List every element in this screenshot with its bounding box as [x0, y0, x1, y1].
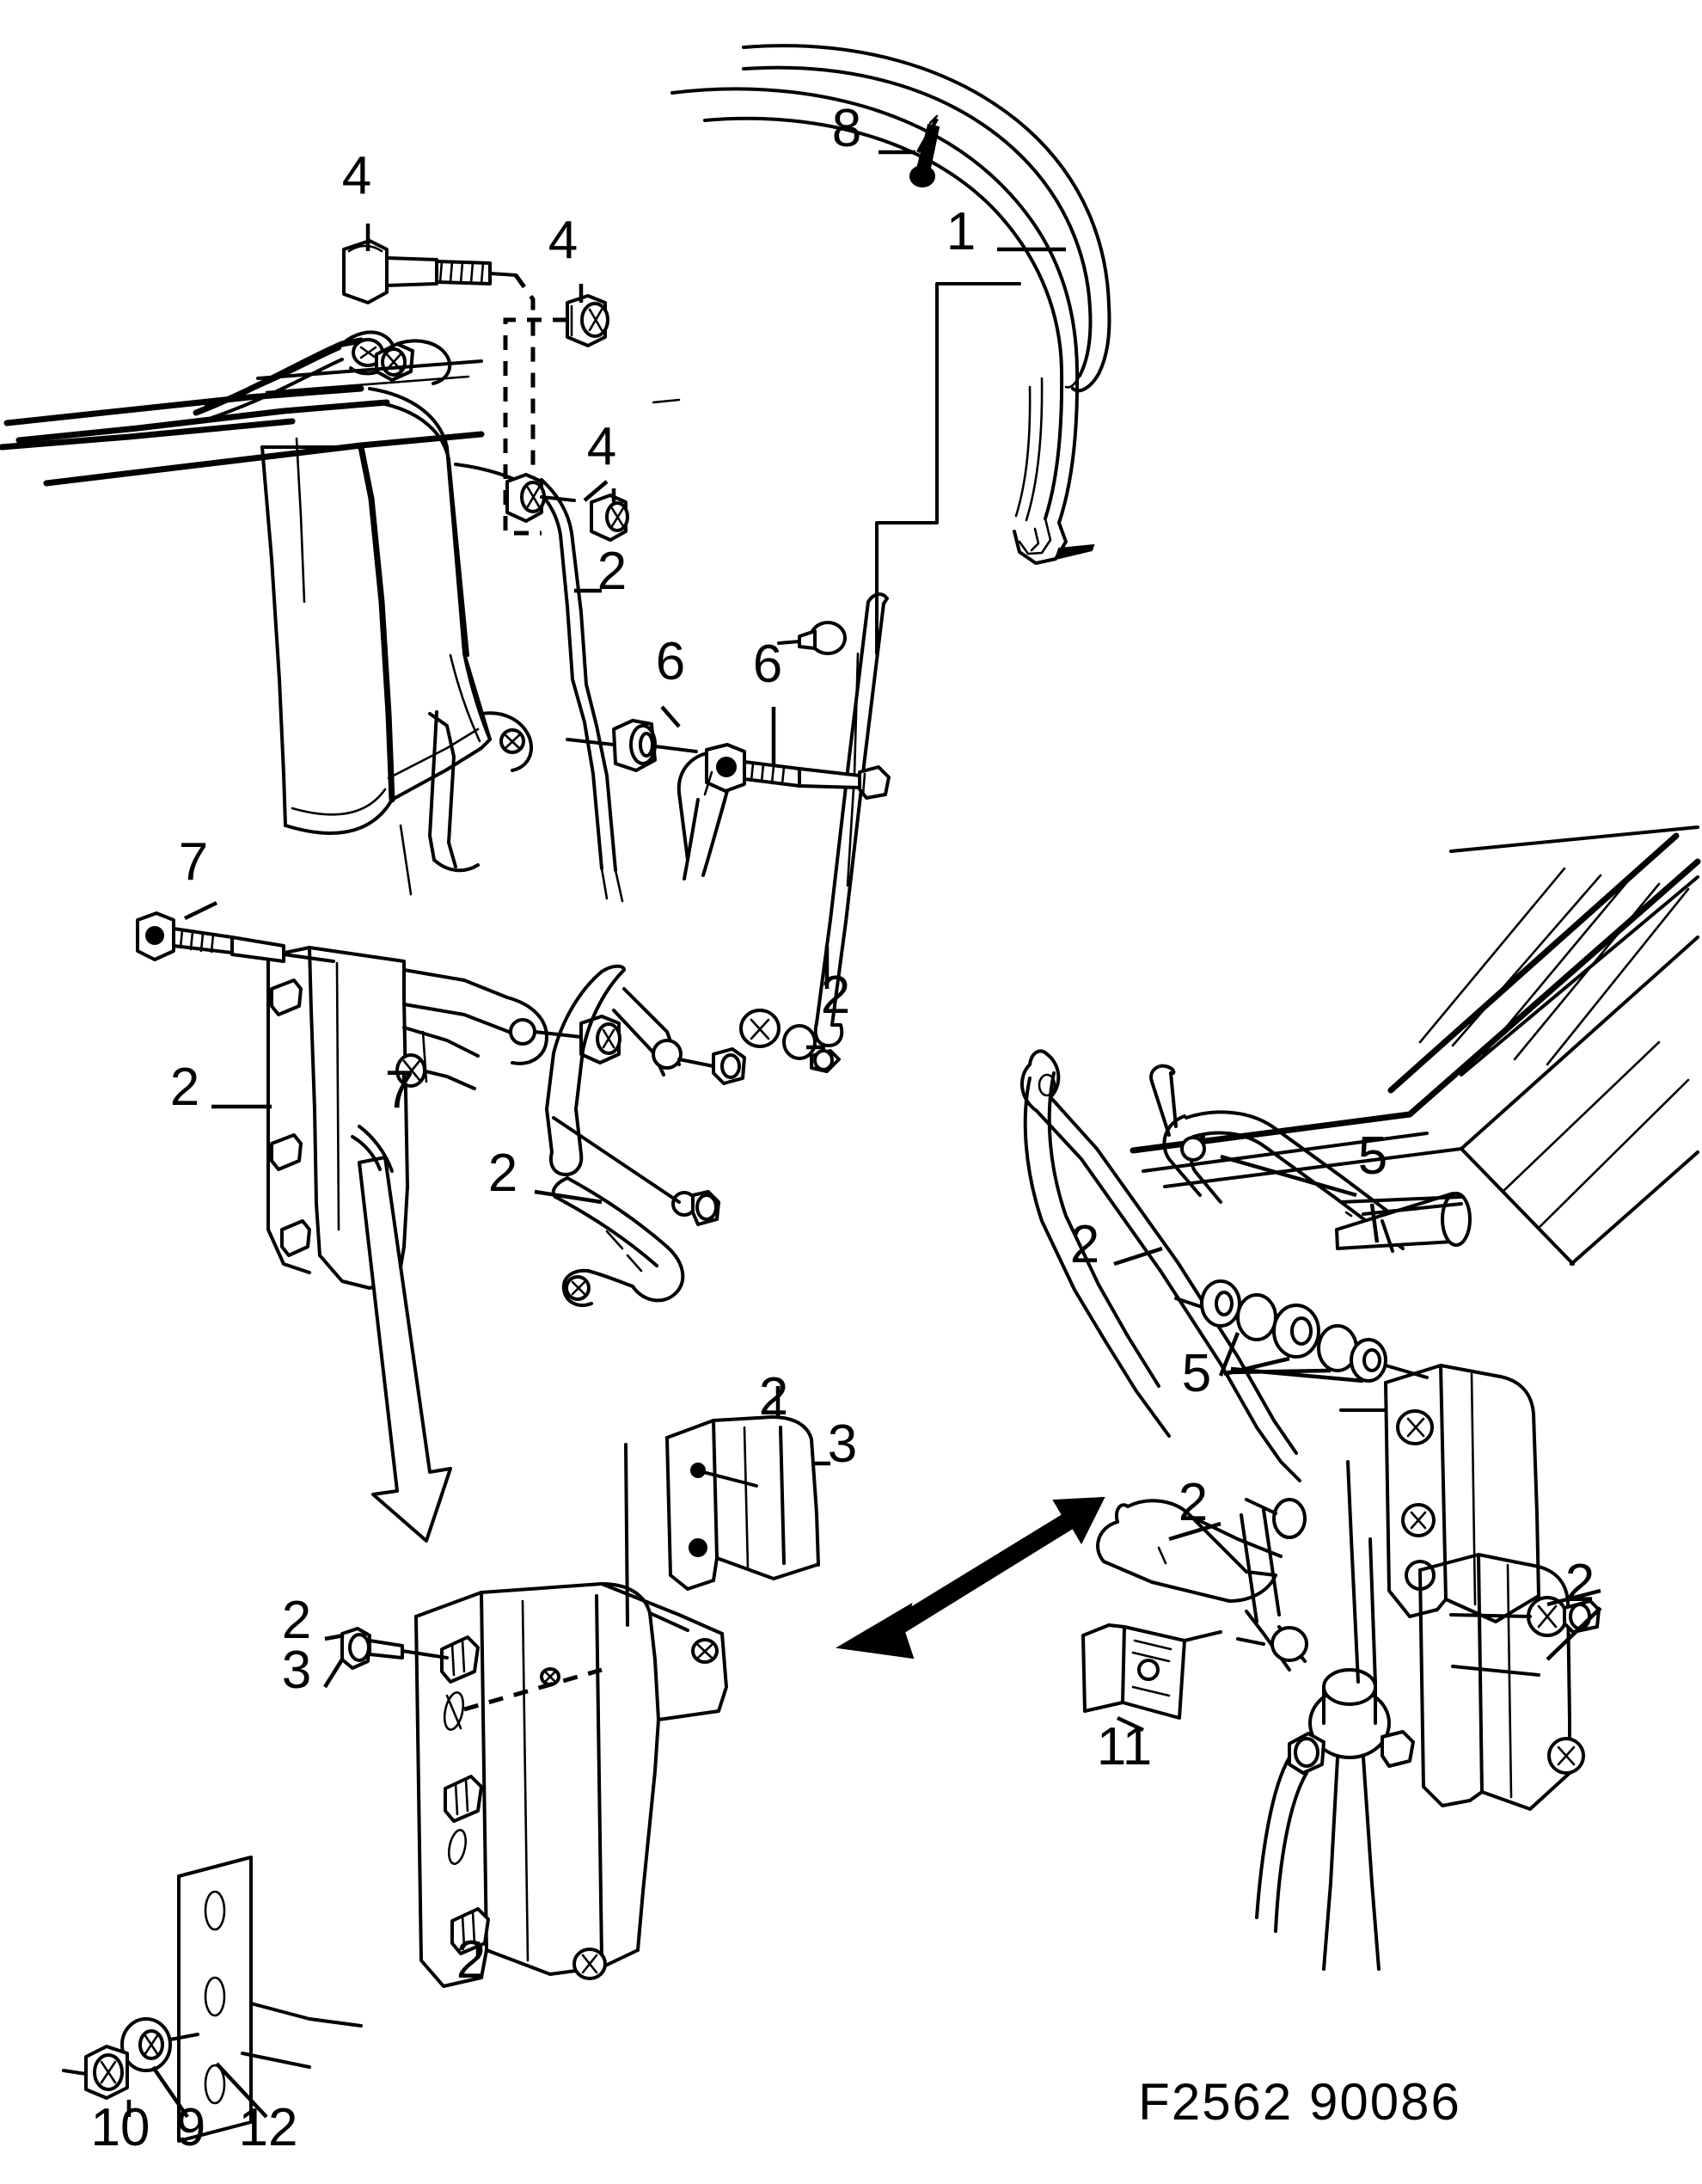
callout-6b: 6 [753, 635, 782, 694]
stay-rod-bolt-lower [739, 1009, 817, 1060]
callout-2b: 2 [170, 1058, 199, 1117]
exchange-direction-arrow [836, 1496, 1105, 1659]
assembly-direction-arrow-down [358, 1156, 452, 1543]
leader-2d [534, 1189, 603, 1205]
bracket-bolt-7-upper [136, 911, 335, 963]
leader-5a2 [1369, 1203, 1380, 1243]
leader-dashed-4b [503, 317, 567, 536]
trim-rivet [909, 114, 940, 187]
leader-9 [151, 2065, 189, 2119]
trim-positioning-line [875, 282, 1021, 655]
washer-9 [120, 2017, 199, 2072]
callout-7a: 7 [179, 832, 208, 892]
wheel-arch-trim-moulding [670, 44, 1111, 565]
leader-2h2 [1546, 1606, 1602, 1661]
leader-5a [1220, 1154, 1357, 1198]
leader-2f [1113, 1246, 1163, 1267]
callout-3a: 3 [828, 1414, 857, 1474]
leader-6a [660, 705, 681, 728]
callout-2h: 2 [1565, 1554, 1595, 1613]
callout-4b: 4 [548, 211, 578, 270]
running-board-step [1130, 825, 1701, 1266]
lower-bracket [414, 1582, 728, 1988]
leader-5b [1218, 1332, 1240, 1377]
washer-bush-cluster [1174, 1279, 1429, 1383]
callout-10: 10 [91, 2098, 150, 2157]
drawing-number: F2562 90086 [1138, 2073, 1461, 2131]
leader-4c [583, 480, 609, 502]
callout-4c: 4 [587, 417, 616, 476]
leader-2h [1546, 1588, 1601, 1607]
callout-1: 1 [946, 202, 976, 261]
callout-4a: 4 [342, 146, 371, 206]
callout-2a: 2 [597, 542, 627, 601]
callout-5b: 5 [1182, 1344, 1211, 1403]
leader-5b4 [1230, 1366, 1364, 1383]
callout-12: 12 [239, 2098, 298, 2157]
stay-tube-clevis [1149, 1064, 1472, 1253]
gusset-plate [545, 964, 746, 1307]
callout-2i: 2 [282, 1591, 311, 1650]
centreline-dash [463, 1667, 603, 1712]
callout-2c: 2 [821, 966, 850, 1025]
callout-2d: 2 [488, 1144, 517, 1203]
callout-labels: 4 4 4 8 1 2 6 6 7 7 2 2 2 2 3 5 5 2 2 2 … [91, 99, 1595, 2157]
cowl-and-arm-lines [0, 330, 681, 487]
callout-2g: 2 [1179, 1473, 1208, 1532]
mudflap-bracket [624, 1415, 820, 1627]
callout-2f: 2 [1070, 1215, 1099, 1274]
leader-2g [1168, 1521, 1221, 1542]
flanged-nut-4-lower-b [590, 494, 629, 542]
callout-7b: 7 [385, 1060, 414, 1120]
mounting-bracket-left [266, 946, 621, 1290]
callout-6a: 6 [656, 632, 685, 691]
callout-2j: 2 [456, 1930, 486, 1990]
hex-bolt-6 [677, 743, 891, 880]
right-lower-bracket [1236, 1460, 1601, 1971]
bracket-bolt-2-3 [340, 1627, 449, 1670]
vertical-stay-rod [739, 592, 889, 1073]
leader-8b [916, 117, 939, 154]
stay-rod-bolt-upper [777, 621, 847, 655]
bush-spacer-6 [566, 719, 698, 772]
stay-bracket-arm [1096, 1498, 1307, 1603]
leader-11 [1117, 1715, 1144, 1733]
callout-8: 8 [832, 99, 861, 158]
mounting-strap-plate [177, 1856, 363, 2143]
callout-2e: 2 [759, 1367, 788, 1426]
leader-3b [323, 1658, 344, 1689]
flanged-nut-4-lower [505, 473, 576, 523]
leader-dashed-4a [513, 273, 536, 482]
identification-plate [1081, 1623, 1222, 1720]
mudguard-panel [260, 387, 624, 903]
right-vertical-bracket [1339, 1364, 1540, 1623]
small-leaf-stay [1023, 1071, 1171, 1438]
nut-10 [62, 2045, 129, 2100]
leader-2i [324, 1633, 345, 1641]
callout-9: 9 [176, 2098, 205, 2157]
flanged-nut-4 [566, 294, 609, 347]
leader-12 [215, 2062, 268, 2119]
callout-5a: 5 [1358, 1126, 1387, 1186]
callout-3b: 3 [282, 1641, 311, 1700]
leader-7a [184, 900, 217, 921]
callout-11: 11 [1097, 1717, 1152, 1776]
